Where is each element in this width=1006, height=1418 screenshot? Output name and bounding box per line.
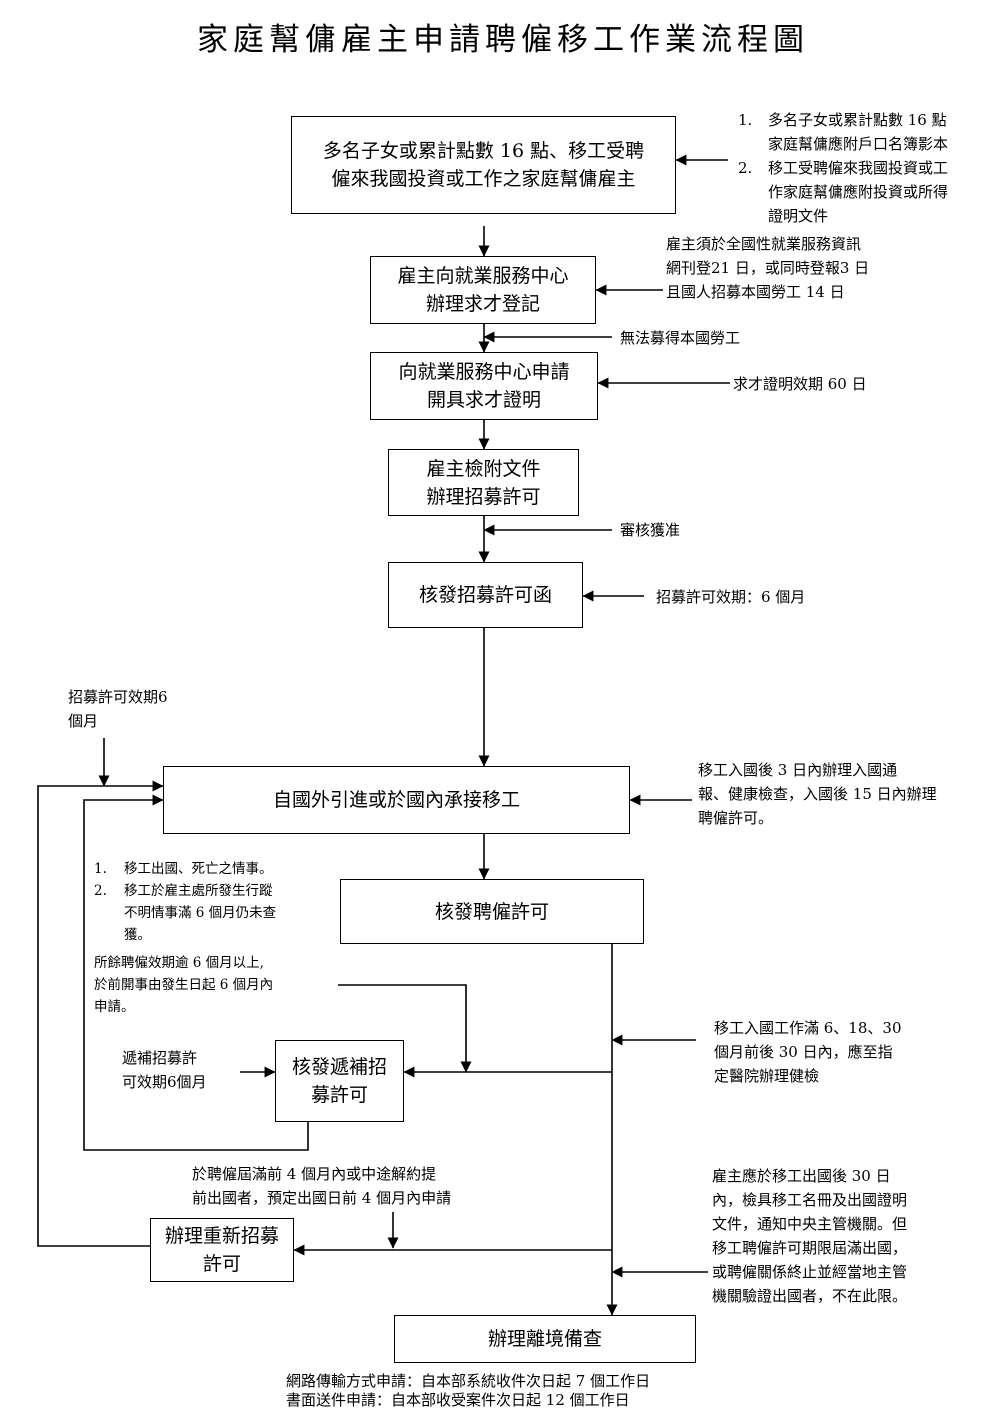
note-replacement-validity: 遞補招募許 可效期6個月 — [122, 1049, 207, 1091]
note-re-recruitment-timing: 於聘僱屆滿前 4 個月內或中途解約提 前出國者，預定出國日前 4 個月內申請 — [192, 1165, 452, 1207]
box-recruitment-permit-apply: 雇主檢附文件 辦理招募許可 — [388, 449, 579, 516]
box-eligible-employer: 多名子女或累計點數 16 點、移工受聘 僱來我國投資或工作之家庭幫傭雇主 — [291, 116, 676, 214]
note-entry-procedures: 移工入國後 3 日內辦理入國通 報、健康檢查，入國後 15 日內辦理 聘僱許可。 — [698, 761, 937, 827]
box-line: 辦理求才登記 — [425, 293, 540, 315]
arrow-n10 — [338, 984, 472, 1073]
footer-processing-times: 網路傳輸方式申請：自本部系統收件次日起 7 個工作日 書面送件申請：自本部收受案… — [286, 1372, 651, 1409]
box-departure-filing: 辦理離境備查 — [394, 1315, 696, 1363]
box-bring-in-worker: 自國外引進或於國內承接移工 — [163, 766, 630, 834]
box-line: 辦理重新招募 — [164, 1225, 279, 1247]
box-line: 核發遞補招 — [291, 1056, 387, 1078]
note-line: 不明情事滿 6 個月仍未查 — [124, 905, 277, 921]
box-line: 核發聘僱許可 — [434, 900, 549, 923]
box-replacement-permit: 核發遞補招 募許可 — [275, 1040, 404, 1122]
note-departure-notification: 雇主應於移工出國後 30 日 內，檢具移工名冊及出國證明 文件，通知中央主管機關… — [712, 1167, 908, 1305]
box-line: 辦理離境備查 — [487, 1328, 602, 1350]
note-line: 證明文件 — [768, 207, 829, 225]
page-title: 家庭幫傭雇主申請聘僱移工作業流程圖 — [197, 22, 809, 58]
note-no-local-labor: 無法募得本國勞工 — [620, 329, 741, 347]
box-recruitment-certificate: 向就業服務中心申請 開具求才證明 — [370, 352, 598, 420]
note-line: 家庭幫傭應附戶口名簿影本 — [768, 135, 949, 153]
note-approved: 審核獲准 — [620, 521, 681, 539]
note-line: 作家庭幫傭應附投資或所得 — [768, 183, 949, 201]
note-line: 獲。 — [124, 927, 151, 943]
box-line: 核發招募許可函 — [418, 584, 552, 606]
box-line: 向就業服務中心申請 — [398, 361, 570, 383]
note-line: 1.移工出國、死亡之情事。 — [94, 861, 273, 877]
box-line: 僱來我國投資或工作之家庭幫傭雇主 — [331, 168, 636, 190]
box-line: 辦理招募許可 — [426, 485, 541, 508]
box-line: 許可 — [202, 1253, 241, 1275]
box-line: 募許可 — [310, 1084, 368, 1106]
arrow-b9-loop — [37, 780, 164, 1247]
note-certificate-validity: 求才證明效期 60 日 — [733, 375, 867, 393]
box-line: 多名子女或累計點數 16 點、移工受聘 — [322, 140, 645, 162]
note-line: 2.移工於雇主處所發生行蹤 — [94, 883, 273, 899]
box-re-recruitment: 辦理重新招募 許可 — [150, 1218, 294, 1282]
arrow-b8-loop — [83, 794, 309, 1151]
box-line: 雇主檢附文件 — [426, 457, 541, 480]
box-job-registration: 雇主向就業服務中心 辦理求才登記 — [370, 256, 596, 324]
box-line: 自國外引進或於國內承接移工 — [272, 789, 520, 811]
note-replacement-conditions: 1.移工出國、死亡之情事。 2.移工於雇主處所發生行蹤 不明情事滿 6 個月仍未… — [94, 858, 276, 946]
box-line: 開具求才證明 — [426, 389, 541, 411]
box-recruitment-permit-letter: 核發招募許可函 — [388, 562, 583, 628]
note-remaining-validity: 所餘聘僱效期逾 6 個月以上, 於前開事由發生日起 6 個月內 申請。 — [94, 955, 274, 1015]
note-permit-validity: 招募許可效期：6 個月 — [656, 588, 806, 606]
note-line: 2.移工受聘僱來我國投資或工 — [738, 159, 949, 177]
note-required-documents: 1.多名子女或累計點數 16 點 家庭幫傭應附戶口名簿影本 2.移工受聘僱來我國… — [738, 108, 948, 228]
note-job-posting: 雇主須於全國性就業服務資訊 網刊登21 日，或同時登報3 日 且國人招募本國勞工… — [666, 235, 870, 301]
note-permit-validity-left: 招募許可效期6 個月 — [68, 688, 168, 730]
box-employment-permit: 核發聘僱許可 — [340, 879, 644, 944]
note-health-check: 移工入國工作滿 6、18、30 個月前後 30 日內，應至指 定醫院辦理健檢 — [714, 1019, 902, 1085]
box-line: 雇主向就業服務中心 — [397, 265, 569, 287]
note-line: 1.多名子女或累計點數 16 點 — [738, 111, 947, 129]
